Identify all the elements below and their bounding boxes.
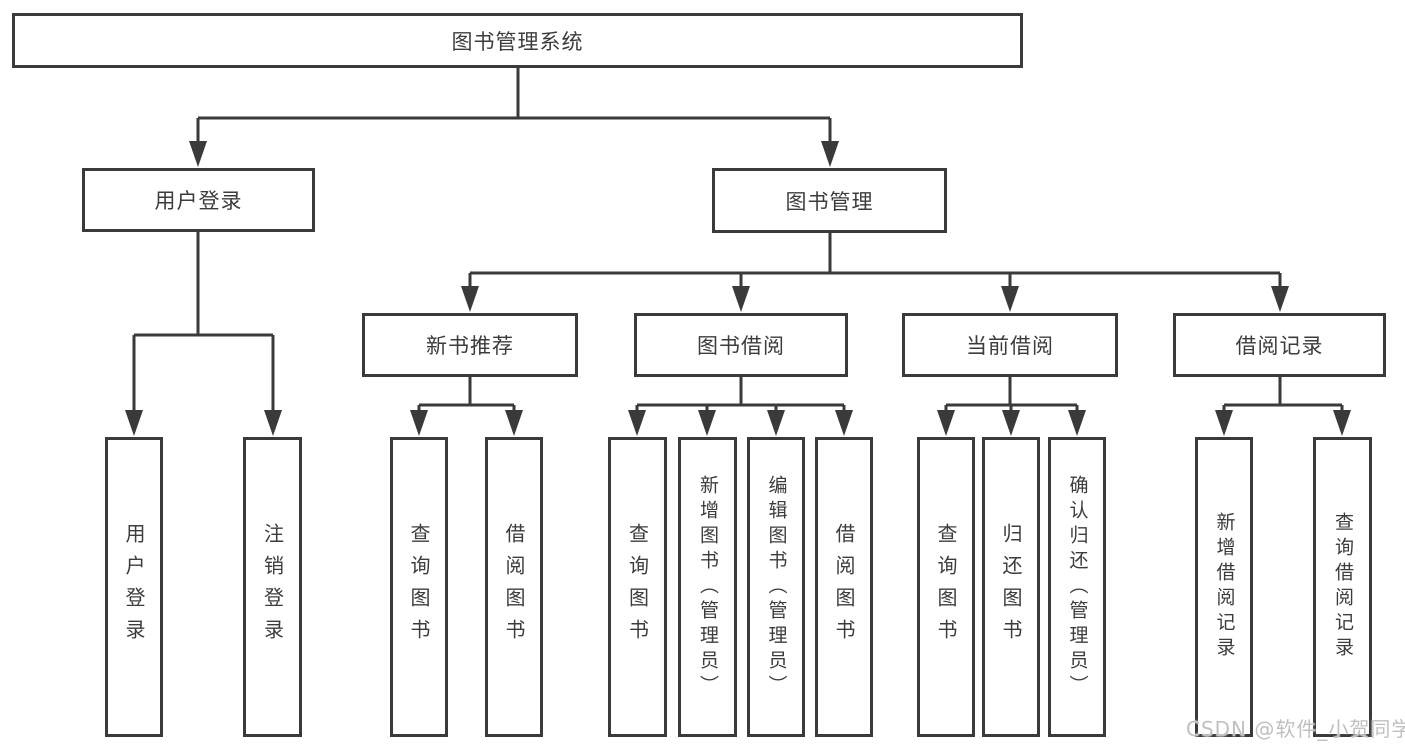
arrowheads [125, 141, 1351, 436]
leaf-query-books-recommend-label: 查询图书 [407, 523, 431, 651]
leaf-borrow-books-recommend-label: 借阅图书 [502, 523, 526, 651]
leaf-borrow-books-recommend: 借阅图书 [485, 437, 543, 737]
leaf-query-books-borrow-label: 查询图书 [625, 523, 650, 651]
node-current-borrow: 当前借阅 [902, 313, 1118, 377]
leaf-borrow-books-label: 借阅图书 [832, 523, 856, 651]
leaf-query-books-borrow: 查询图书 [608, 437, 667, 737]
leaf-return-books: 归还图书 [982, 437, 1040, 737]
node-user-login: 用户登录 [82, 168, 315, 232]
node-new-book-recommend: 新书推荐 [362, 313, 578, 377]
node-book-borrow: 图书借阅 [634, 313, 848, 377]
leaf-logout-login-label: 注销登录 [260, 523, 285, 651]
leaf-confirm-return-admin-label: 确认归还（管理员） [1066, 474, 1089, 700]
leaf-logout-login: 注销登录 [243, 437, 302, 737]
leaf-user-login: 用户登录 [105, 437, 163, 737]
leaf-add-books-admin: 新增图书（管理员） [678, 437, 737, 737]
leaf-add-borrow-record: 新增借阅记录 [1195, 437, 1253, 737]
node-borrow-record: 借阅记录 [1173, 313, 1386, 377]
leaf-user-login-label: 用户登录 [122, 523, 146, 651]
leaf-query-books-recommend: 查询图书 [390, 437, 448, 737]
leaf-query-books-current-label: 查询图书 [934, 523, 958, 651]
leaf-add-borrow-record-label: 新增借阅记录 [1213, 512, 1236, 662]
leaf-edit-books-admin: 编辑图书（管理员） [747, 437, 805, 737]
leaf-query-borrow-record: 查询借阅记录 [1313, 437, 1372, 737]
leaf-query-books-current: 查询图书 [917, 437, 975, 737]
leaf-return-books-label: 归还图书 [999, 523, 1023, 651]
node-library-management-system: 图书管理系统 [12, 13, 1023, 68]
node-book-management: 图书管理 [712, 168, 947, 233]
leaf-borrow-books: 借阅图书 [815, 437, 873, 737]
csdn-watermark: CSDN @软件_小贺同学 [1186, 717, 1405, 741]
leaf-add-books-admin-label: 新增图书（管理员） [697, 474, 719, 700]
leaf-confirm-return-admin: 确认归还（管理员） [1048, 437, 1106, 737]
leaf-query-borrow-record-label: 查询借阅记录 [1332, 512, 1354, 662]
leaf-edit-books-admin-label: 编辑图书（管理员） [765, 474, 788, 700]
